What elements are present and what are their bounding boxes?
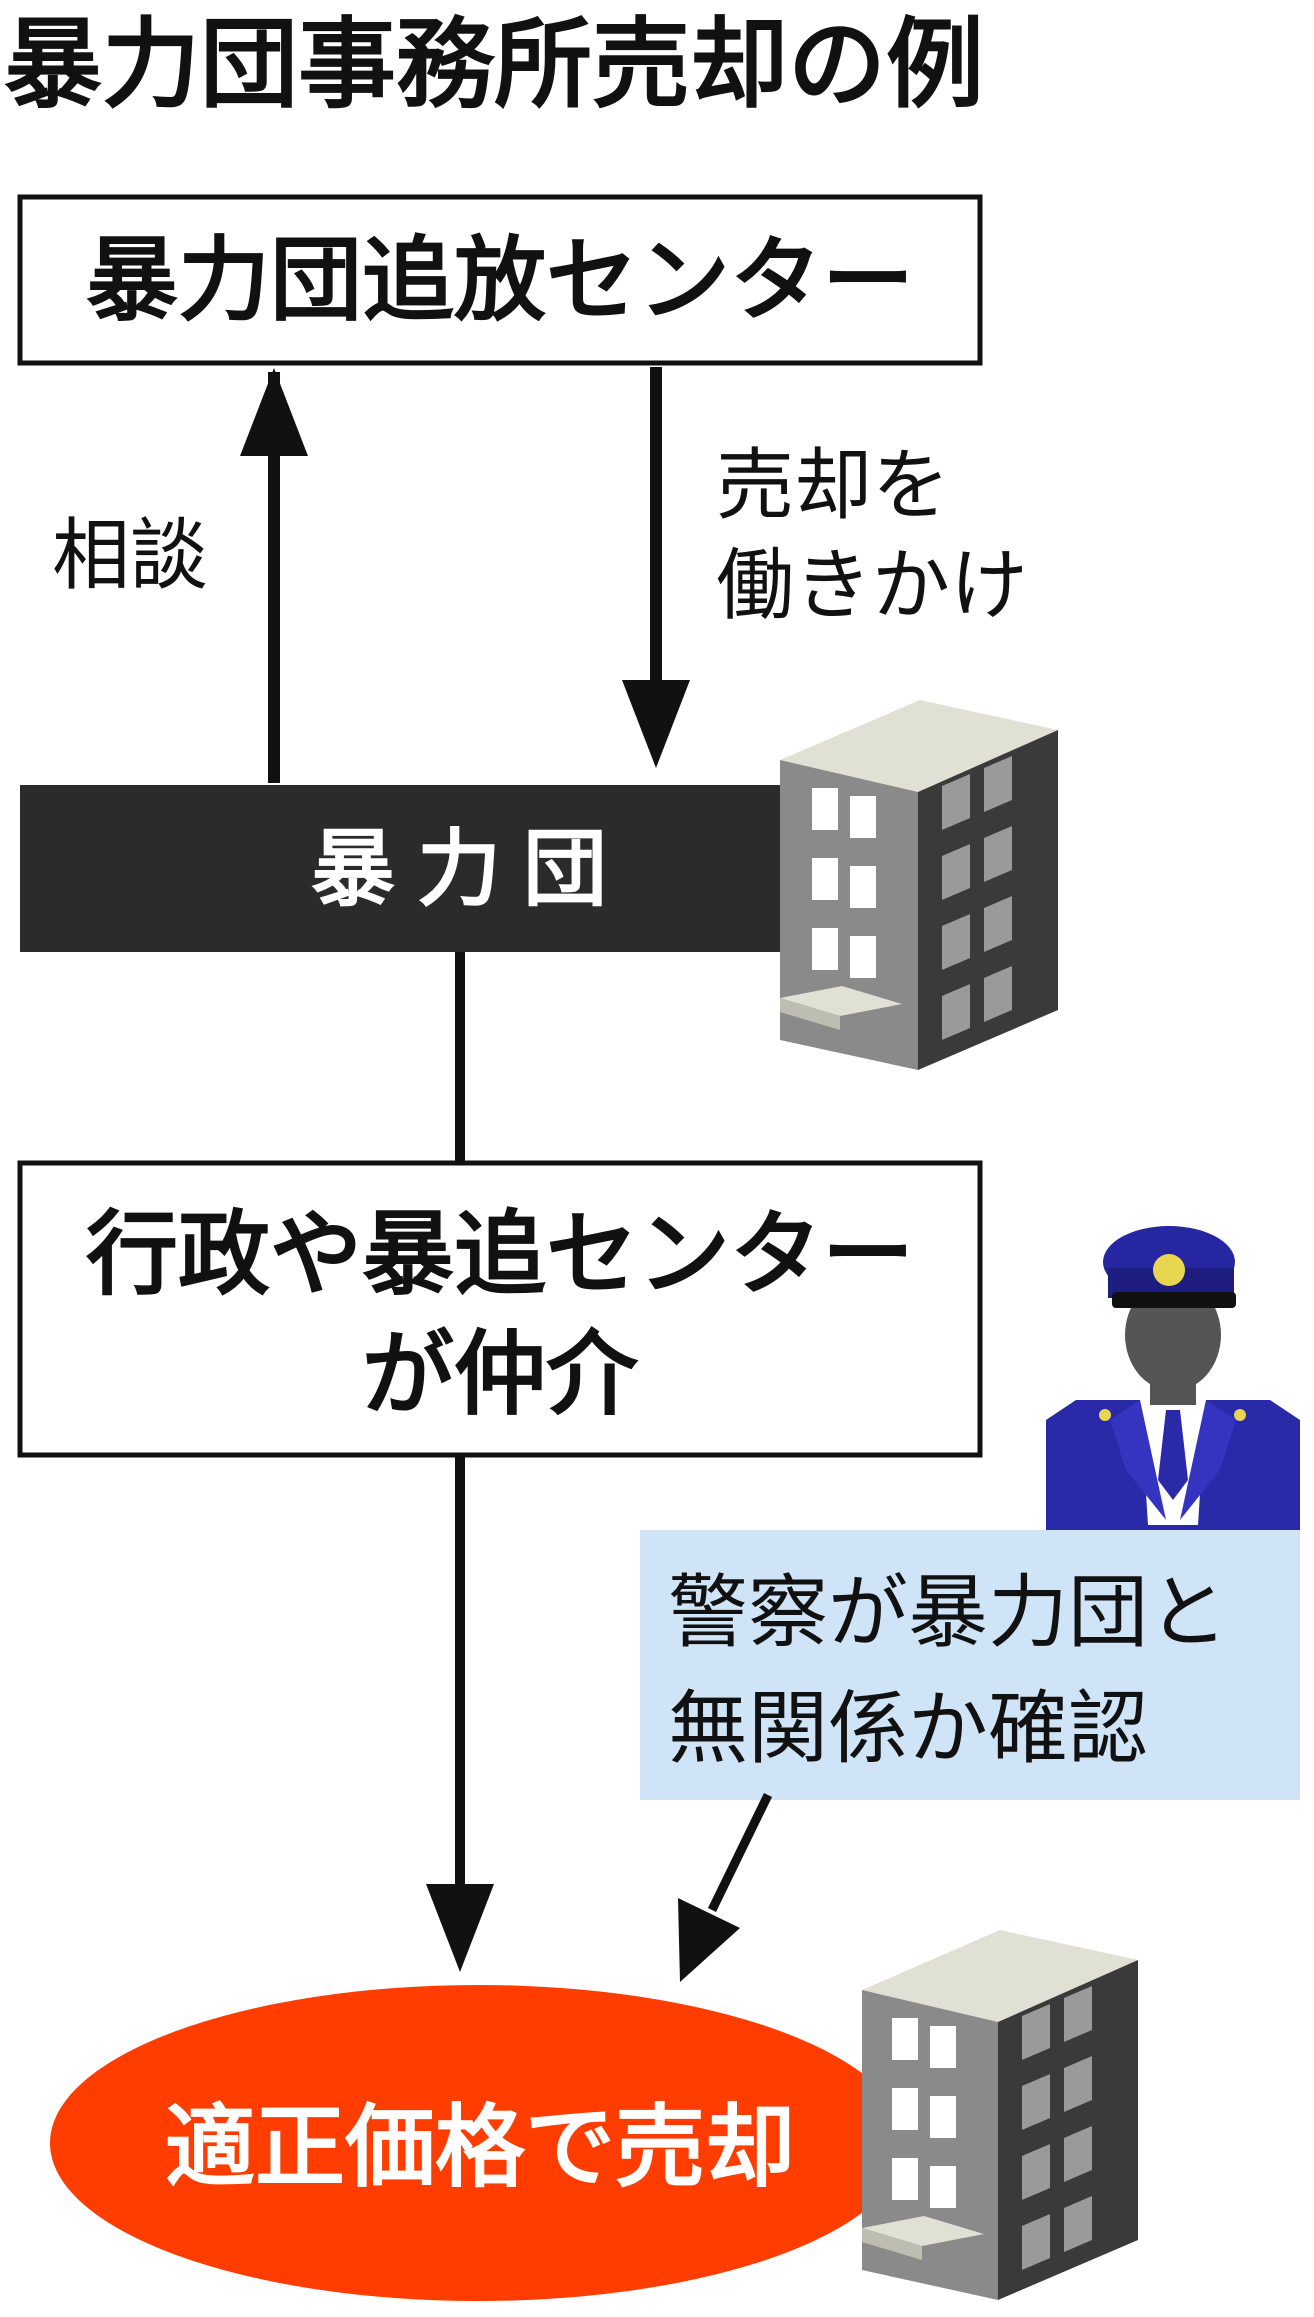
gang-bar bbox=[20, 785, 820, 952]
building-icon bbox=[780, 700, 1058, 1070]
police-check-line1: 警察が暴力団と bbox=[668, 1566, 1228, 1659]
mediator-to-result-arrowhead bbox=[426, 1884, 494, 1972]
urge-label-line1: 売却を bbox=[716, 441, 950, 531]
police-check-line2: 無関係か確認 bbox=[668, 1682, 1148, 1775]
result-label: 適正価格で売却 bbox=[165, 2095, 795, 2200]
mediator-label-line1: 行政や暴追センター bbox=[86, 1201, 914, 1308]
mediator-label-line2: が仲介 bbox=[362, 1321, 639, 1428]
center-box bbox=[17, 194, 983, 366]
urge-arrowhead bbox=[622, 680, 690, 768]
center-box-label: 暴力団追放センター bbox=[86, 227, 914, 334]
consult-label: 相談 bbox=[52, 511, 208, 601]
page-title: 暴力団事務所売却の例 bbox=[4, 8, 984, 122]
urge-label-line2: 働きかけ bbox=[716, 541, 1028, 631]
police-officer-icon bbox=[1046, 1226, 1300, 1535]
building-icon-result bbox=[862, 1930, 1138, 2300]
mediator-box bbox=[17, 1160, 983, 1458]
police-to-result-arrow bbox=[707, 1793, 773, 1912]
police-to-result-arrowhead bbox=[678, 1898, 740, 1982]
gang-bar-label: 暴力団 bbox=[311, 820, 629, 918]
consult-arrowhead bbox=[240, 368, 308, 456]
result-ellipse bbox=[50, 1985, 906, 2301]
police-check-box bbox=[640, 1530, 1300, 1800]
